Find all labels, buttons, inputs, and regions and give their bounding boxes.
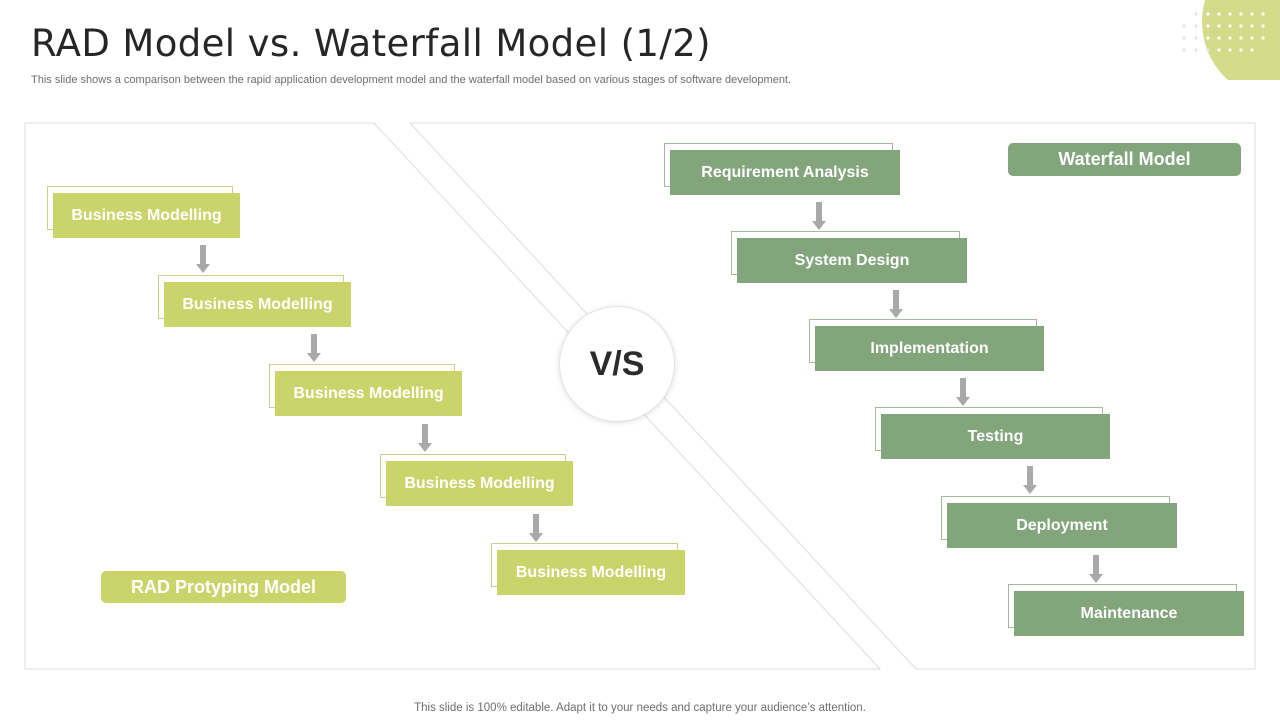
waterfall-step-label: Requirement Analysis	[670, 150, 900, 195]
slide-subtitle: This slide shows a comparison between th…	[31, 74, 792, 86]
rad-model-label: RAD Protyping Model	[101, 571, 346, 603]
rad-step-3: Business Modelling	[269, 364, 462, 416]
rad-step-label: Business Modelling	[386, 461, 573, 506]
slide-footer: This slide is 100% editable. Adapt it to…	[414, 702, 866, 714]
waterfall-step-1: Requirement Analysis	[664, 143, 900, 195]
waterfall-arrow-4	[1023, 466, 1037, 496]
waterfall-step-label: System Design	[737, 238, 967, 283]
rad-arrow-3	[418, 424, 432, 454]
rad-arrow-2	[307, 334, 321, 364]
waterfall-arrow-5	[1089, 555, 1103, 585]
rad-step-label: Business Modelling	[497, 550, 685, 595]
rad-step-2: Business Modelling	[158, 275, 351, 327]
rad-step-label: Business Modelling	[164, 282, 351, 327]
rad-step-1: Business Modelling	[47, 186, 240, 238]
waterfall-step-label: Deployment	[947, 503, 1177, 548]
rad-step-5: Business Modelling	[491, 543, 685, 595]
waterfall-step-6: Maintenance	[1008, 584, 1244, 636]
waterfall-step-label: Testing	[881, 414, 1110, 459]
waterfall-step-5: Deployment	[941, 496, 1177, 548]
waterfall-step-label: Maintenance	[1014, 591, 1244, 636]
slide-title: RAD Model vs. Waterfall Model (1/2)	[31, 22, 711, 65]
waterfall-arrow-3	[956, 378, 970, 408]
waterfall-arrow-2	[889, 290, 903, 320]
rad-step-label: Business Modelling	[53, 193, 240, 238]
rad-arrow-1	[196, 245, 210, 275]
rad-step-label: Business Modelling	[275, 371, 462, 416]
waterfall-model-label: Waterfall Model	[1008, 143, 1241, 176]
waterfall-step-2: System Design	[731, 231, 967, 283]
dot-pattern-decoration	[1182, 0, 1280, 80]
rad-arrow-4	[529, 514, 543, 544]
waterfall-step-label: Implementation	[815, 326, 1044, 371]
waterfall-step-3: Implementation	[809, 319, 1044, 371]
rad-step-4: Business Modelling	[380, 454, 573, 506]
waterfall-arrow-1	[812, 202, 826, 232]
waterfall-step-4: Testing	[875, 407, 1110, 459]
vs-badge: V/S	[559, 306, 675, 422]
